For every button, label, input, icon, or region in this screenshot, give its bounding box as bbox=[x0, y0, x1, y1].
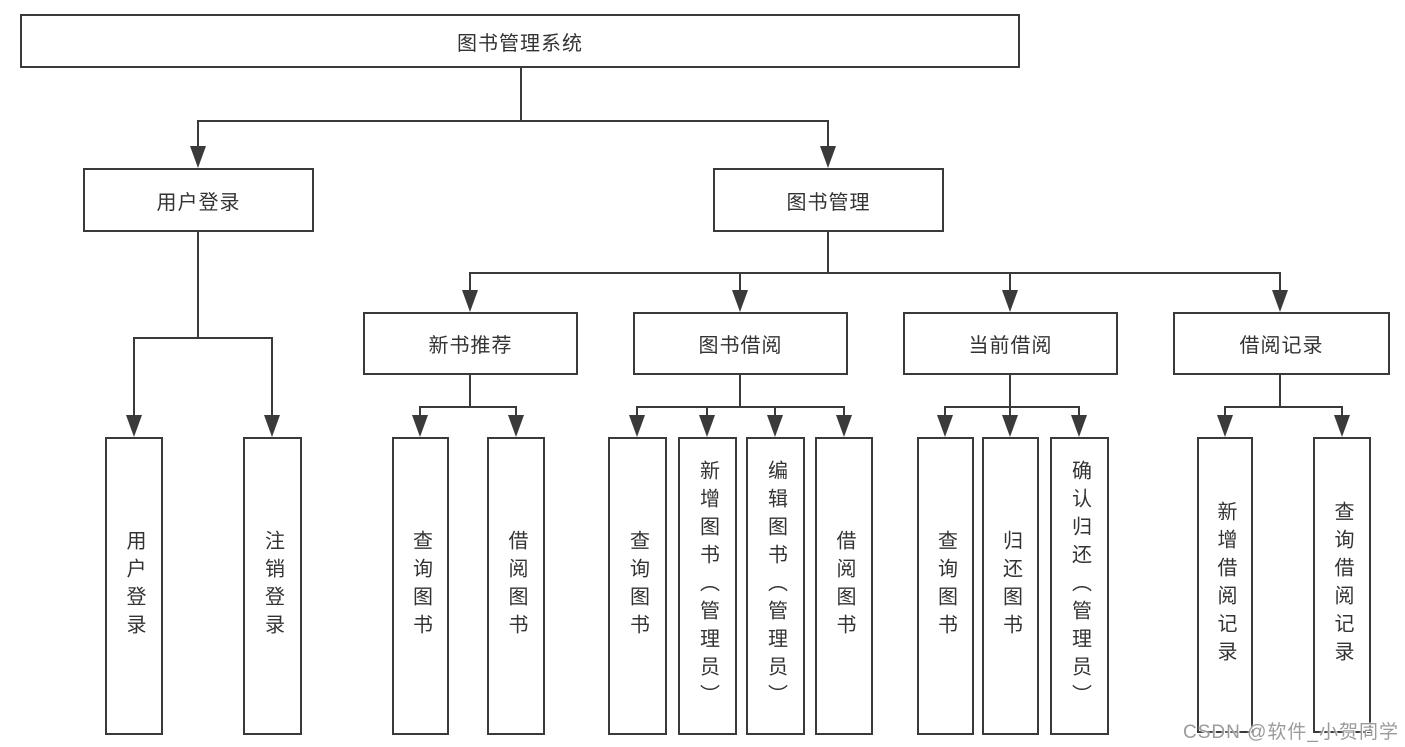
connector-leaf-drop bbox=[271, 337, 273, 417]
connector-user-login-bus bbox=[133, 337, 273, 339]
node-root: 图书管理系统 bbox=[20, 14, 1020, 68]
arrowhead-down-icon bbox=[1334, 415, 1350, 437]
node-leaf-add-books-admin: 新增图书（管理员） bbox=[678, 437, 737, 735]
node-leaf-return-books: 归还图书 bbox=[982, 437, 1039, 735]
node-leaf-add-borrow-record: 新增借阅记录 bbox=[1197, 437, 1253, 733]
connector-book-borrowing-stem bbox=[739, 374, 741, 407]
connector-level3-bus bbox=[469, 272, 1281, 274]
node-root-label: 图书管理系统 bbox=[457, 32, 583, 55]
connector-leaf-drop bbox=[739, 272, 741, 294]
node-leaf-query-borrow-record: 查询借阅记录 bbox=[1313, 437, 1371, 733]
arrowhead-down-icon bbox=[1217, 415, 1233, 437]
node-leaf-label: 查询图书 bbox=[934, 530, 957, 642]
connector-user-login-drop bbox=[197, 120, 199, 150]
connector-leaf-drop bbox=[133, 337, 135, 417]
connector-leaf-drop bbox=[1009, 406, 1011, 417]
node-leaf-label: 借阅图书 bbox=[505, 530, 527, 642]
arrowhead-down-icon bbox=[699, 415, 715, 437]
node-new-book-recommendation: 新书推荐 bbox=[363, 312, 578, 375]
arrowhead-down-icon bbox=[1002, 290, 1018, 312]
node-book-borrowing-label: 图书借阅 bbox=[698, 335, 783, 357]
connector-leaf-drop bbox=[1224, 406, 1226, 417]
arrowhead-down-icon bbox=[820, 146, 836, 168]
node-leaf-query-books-current: 查询图书 bbox=[917, 437, 974, 735]
node-leaf-label: 借阅图书 bbox=[833, 530, 855, 642]
connector-current-borrowing-stem bbox=[1009, 374, 1011, 407]
connector-leaf-drop bbox=[1009, 272, 1011, 294]
connector-leaf-drop bbox=[843, 406, 845, 417]
node-leaf-label: 用户登录 bbox=[123, 530, 145, 642]
connector-book-borrowing-bus bbox=[636, 406, 845, 408]
arrowhead-down-icon bbox=[190, 146, 206, 168]
connector-borrowing-records-stem bbox=[1279, 374, 1281, 407]
connector-leaf-drop bbox=[706, 406, 708, 417]
connector-leaf-drop bbox=[774, 406, 776, 417]
node-leaf-label: 查询图书 bbox=[626, 530, 649, 642]
arrowhead-down-icon bbox=[1071, 415, 1087, 437]
connector-leaf-drop bbox=[636, 406, 638, 417]
node-current-borrowing-label: 当前借阅 bbox=[968, 335, 1053, 357]
arrowhead-down-icon bbox=[264, 415, 280, 437]
arrowhead-down-icon bbox=[937, 415, 953, 437]
arrowhead-down-icon bbox=[508, 415, 524, 437]
node-leaf-borrow-books-borrowing: 借阅图书 bbox=[815, 437, 873, 735]
node-borrowing-records: 借阅记录 bbox=[1173, 312, 1390, 375]
connector-leaf-drop bbox=[1078, 406, 1080, 417]
node-leaf-logout: 注销登录 bbox=[243, 437, 302, 735]
connector-new-book-stem bbox=[469, 374, 471, 407]
node-book-management: 图书管理 bbox=[713, 168, 944, 232]
node-leaf-label: 查询图书 bbox=[409, 530, 432, 642]
node-leaf-query-books-newbook: 查询图书 bbox=[392, 437, 449, 735]
node-book-management-label: 图书管理 bbox=[786, 191, 871, 214]
node-leaf-user-login: 用户登录 bbox=[105, 437, 163, 735]
node-current-borrowing: 当前借阅 bbox=[903, 312, 1118, 375]
connector-leaf-drop bbox=[515, 406, 517, 417]
arrowhead-down-icon bbox=[836, 415, 852, 437]
connector-leaf-drop bbox=[419, 406, 421, 417]
connector-borrowing-records-bus bbox=[1224, 406, 1343, 408]
node-user-login-label: 用户登录 bbox=[156, 191, 241, 214]
connector-leaf-drop bbox=[944, 406, 946, 417]
node-leaf-query-books-borrowing: 查询图书 bbox=[608, 437, 667, 735]
node-book-borrowing: 图书借阅 bbox=[633, 312, 848, 375]
node-leaf-label: 确认归还（管理员） bbox=[1068, 460, 1091, 712]
node-borrowing-records-label: 借阅记录 bbox=[1239, 335, 1324, 357]
node-leaf-label: 新增借阅记录 bbox=[1214, 501, 1236, 669]
node-leaf-label: 注销登录 bbox=[261, 530, 284, 642]
node-leaf-confirm-return-admin: 确认归还（管理员） bbox=[1050, 437, 1109, 735]
arrowhead-down-icon bbox=[462, 290, 478, 312]
connector-current-borrowing-bus bbox=[944, 406, 1080, 408]
connector-leaf-drop bbox=[1341, 406, 1343, 417]
arrowhead-down-icon bbox=[1272, 290, 1288, 312]
arrowhead-down-icon bbox=[629, 415, 645, 437]
connector-book-management-stem bbox=[827, 231, 829, 273]
node-new-book-recommendation-label: 新书推荐 bbox=[428, 335, 513, 357]
connector-root-stem bbox=[520, 66, 522, 122]
connector-leaf-drop bbox=[1279, 272, 1281, 294]
node-leaf-label: 编辑图书（管理员） bbox=[764, 460, 787, 712]
watermark: CSDN @软件_小贺同学 bbox=[1183, 722, 1399, 743]
node-leaf-label: 查询借阅记录 bbox=[1331, 501, 1353, 669]
arrowhead-down-icon bbox=[732, 290, 748, 312]
arrowhead-down-icon bbox=[767, 415, 783, 437]
node-user-login: 用户登录 bbox=[83, 168, 314, 232]
connector-new-book-bus bbox=[419, 406, 517, 408]
arrowhead-down-icon bbox=[412, 415, 428, 437]
connector-level2-bus bbox=[197, 120, 829, 122]
node-leaf-borrow-books-newbook: 借阅图书 bbox=[487, 437, 545, 735]
node-leaf-label: 新增图书（管理员） bbox=[696, 460, 719, 712]
node-leaf-edit-books-admin: 编辑图书（管理员） bbox=[746, 437, 805, 735]
connector-user-login-stem bbox=[197, 231, 199, 338]
node-leaf-label: 归还图书 bbox=[999, 530, 1022, 642]
arrowhead-down-icon bbox=[1002, 415, 1018, 437]
arrowhead-down-icon bbox=[126, 415, 142, 437]
connector-leaf-drop bbox=[469, 272, 471, 294]
connector-book-management-drop bbox=[827, 120, 829, 150]
